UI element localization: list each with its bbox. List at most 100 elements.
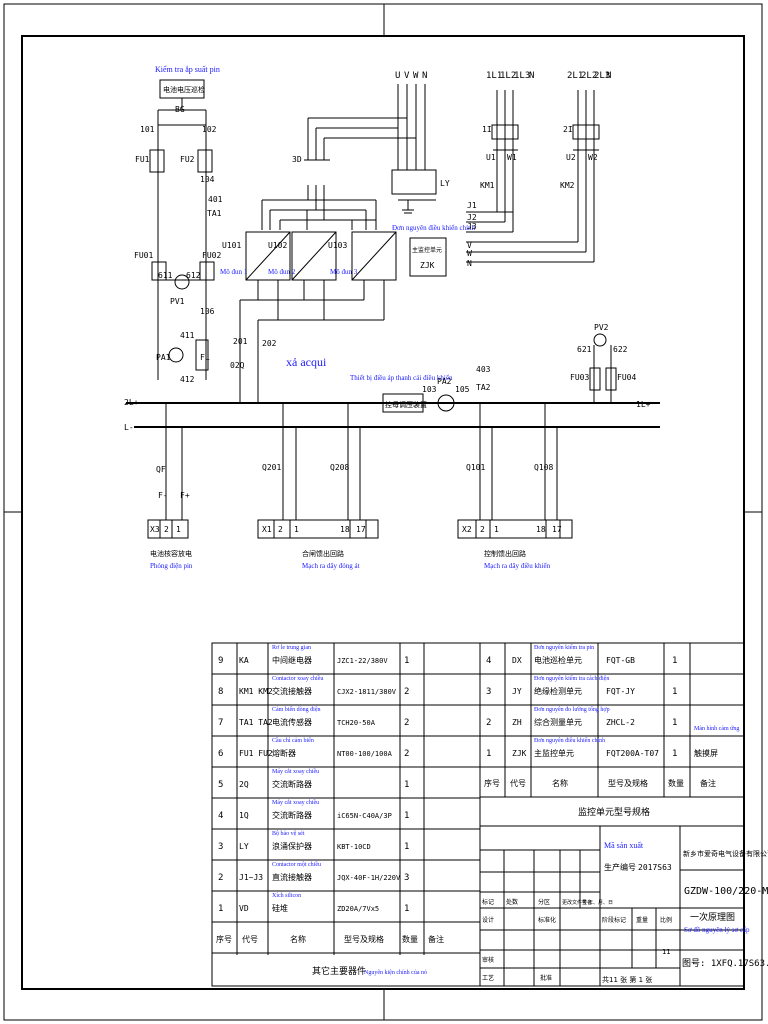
label-102: 102 — [202, 125, 217, 134]
lt-row-no: 4 — [218, 811, 223, 821]
lt-row-name: 浪涌保护器 — [272, 841, 312, 851]
label-101: 101 — [140, 125, 155, 134]
tb-field-0: 标记 — [482, 898, 494, 906]
lt-row-note: Cảm biến dòng điện — [272, 706, 321, 713]
right-table — [479, 642, 745, 827]
src-2l3: 2L3 — [594, 71, 610, 81]
label-x1-18: 18 — [340, 525, 350, 534]
src-w: W — [413, 71, 419, 81]
src-1l1: 1L1 — [486, 71, 502, 81]
rt-row-code: DX — [512, 656, 522, 665]
rt-head-remark: 备注 — [700, 778, 716, 788]
rt-row-note: Đơn nguyên đo lường tổng hợp — [534, 706, 610, 713]
label-u1: U1 — [486, 153, 496, 162]
src-n: N — [422, 71, 427, 81]
rt-row-no: 4 — [486, 656, 491, 666]
tb-stage-2: 比例 — [660, 916, 672, 924]
label-m3: Mô đun 3 — [330, 268, 358, 276]
label-bus-l: L- — [124, 423, 134, 432]
rt-row-code: ZJK — [512, 749, 527, 758]
lt-row-qty: 3 — [404, 873, 409, 883]
lt-row-code: KA — [239, 656, 249, 665]
lt-row-qty: 1 — [404, 656, 409, 666]
lt-row-model: TCH20-50A — [337, 719, 376, 727]
lt-row-code: FU1 FU2 — [239, 749, 273, 758]
label-q201: Q201 — [262, 463, 281, 472]
label-j2: J2 — [467, 213, 477, 222]
label-pa2: PA2 — [437, 377, 452, 386]
rt-row-code: ZH — [512, 718, 522, 727]
label-bat-dis-vn: Phóng điện pin — [150, 562, 193, 570]
label-cell-check: 电池电压巡检 — [163, 85, 205, 94]
rt-row-qty: 1 — [672, 749, 677, 759]
label-ctrl-out: 控制馈出回路 — [484, 549, 526, 558]
label-403: 403 — [476, 365, 491, 374]
label-bg: BG — [175, 105, 185, 114]
label-106: 106 — [200, 307, 215, 316]
rt-head-code: 代号 — [510, 778, 526, 788]
tb-title-vn: Sơ đồ nguyên lý sơ cấp — [684, 926, 750, 934]
lt-row-name: 中间继电器 — [272, 655, 312, 665]
label-201: 201 — [233, 337, 248, 346]
lt-row-name: 直流接触器 — [272, 872, 312, 882]
lt-row-qty: 1 — [404, 780, 409, 790]
lt-row-no: 6 — [218, 749, 223, 759]
label-q101: Q101 — [466, 463, 485, 472]
lt-row-model: ZD20A/7Vx5 — [337, 905, 379, 913]
lt-row-note: Máy cắt xoay chiều — [272, 799, 319, 806]
lt-row-note: Contactor xoay chiều — [272, 675, 323, 682]
lt-row-code: VD — [239, 904, 249, 913]
tb-serial-vn: Mã sản xuất — [604, 841, 644, 850]
label-105: 105 — [455, 385, 470, 394]
src-v: V — [404, 71, 410, 81]
tb-field-2: 分区 — [538, 898, 550, 906]
lt-row-name: 交流断路器 — [272, 779, 312, 789]
rt-row-qty: 1 — [672, 718, 677, 728]
label-x1-17: 17 — [356, 525, 366, 534]
lt-row-model: JZC1-22/380V — [337, 657, 388, 665]
rt-row-note: Đơn nguyên kiểm tra pin — [534, 644, 594, 651]
lt-row-code: KM1 KM2 — [239, 687, 273, 696]
rt-row-no: 3 — [486, 687, 491, 697]
lt-row-no: 3 — [218, 842, 223, 852]
label-fu01: FU01 — [134, 251, 153, 260]
label-close-out: 合闸馈出回路 — [302, 549, 344, 558]
tb-sheets: 共11 张 第 1 张 — [602, 975, 652, 984]
label-fl: FL — [200, 353, 210, 362]
label-202: 202 — [262, 339, 277, 348]
label-ta2: TA2 — [476, 383, 491, 392]
lt-row-model: NT00-100/100A — [337, 750, 393, 758]
rt-head-name: 名称 — [552, 778, 568, 788]
label-ctrl-out-vn: Mạch ra dây điều khiển — [484, 562, 551, 570]
label-104: 104 — [200, 175, 215, 184]
rt-row-note: Đơn nguyên điều khiển chính — [534, 737, 605, 744]
label-check-battery: Kiểm tra ắp suất pin — [155, 65, 220, 74]
label-x3-1: 1 — [176, 525, 181, 534]
label-pv1: PV1 — [170, 297, 185, 306]
src-1l3: 1L3 — [514, 71, 530, 81]
rt-row-qty: 1 — [672, 687, 677, 697]
label-x2-18: 18 — [536, 525, 546, 534]
lt-row-no: 5 — [218, 780, 223, 790]
label-m2: Mô đun 2 — [268, 268, 296, 276]
lt-head-model: 型号及规格 — [344, 934, 384, 944]
src-2n: N — [606, 71, 611, 81]
label-x3: X3 — [150, 525, 160, 534]
rt-head-no: 序号 — [484, 778, 500, 788]
label-ta1: TA1 — [207, 209, 222, 218]
lt-row-qty: 2 — [404, 687, 409, 697]
rt-row-model: ZHCL-2 — [606, 718, 635, 727]
tb-company: 新乡市爱奇电气设备有限公司 — [683, 849, 768, 858]
label-ctrl-unit: 主监控单元 — [412, 246, 442, 254]
rt-head-model: 型号及规格 — [608, 778, 648, 788]
tb-field-4: 签名 — [582, 899, 592, 906]
lt-row-qty: 1 — [404, 904, 409, 914]
src-u: U — [395, 71, 400, 81]
tb-design: 设计 — [482, 916, 494, 924]
label-x1-2: 2 — [278, 525, 283, 534]
label-fm: F- — [158, 491, 168, 500]
lt-row-no: 1 — [218, 904, 223, 914]
label-j1: J1 — [467, 201, 477, 210]
label-j3: J3 — [467, 222, 477, 231]
